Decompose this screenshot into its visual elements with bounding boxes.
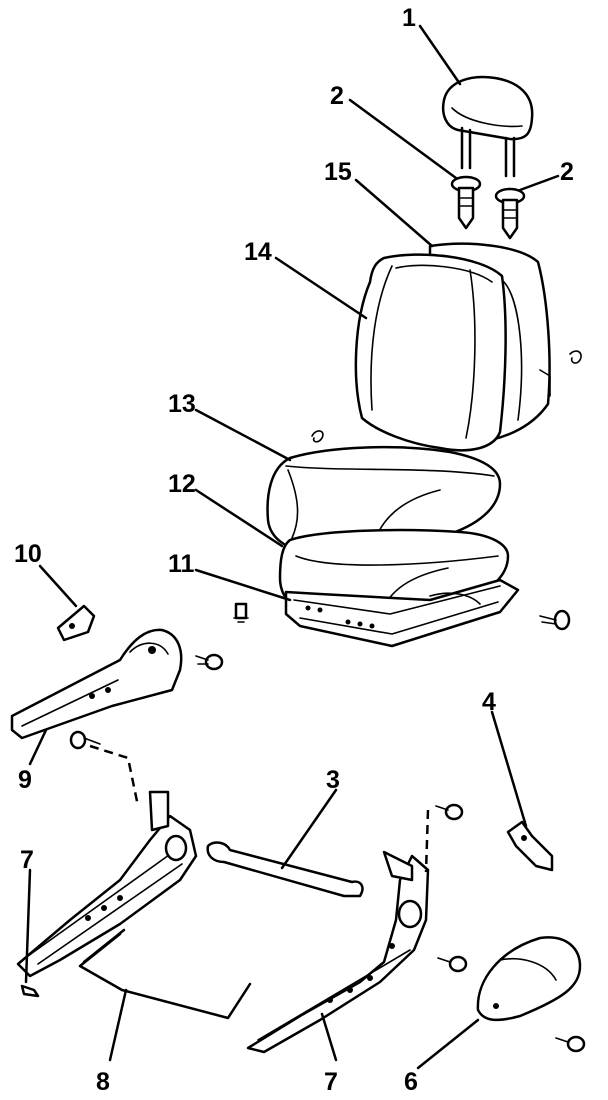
bolt-icon xyxy=(69,730,101,750)
callout-9: 9 xyxy=(18,766,32,794)
trim-clip xyxy=(56,604,96,642)
seat-back xyxy=(354,242,582,452)
side-cover xyxy=(476,936,582,1022)
seat-track-left xyxy=(16,790,198,998)
callout-11: 11 xyxy=(168,550,195,578)
callout-2: 2 xyxy=(560,158,574,186)
headrest-guide-left xyxy=(450,175,482,230)
callout-14: 14 xyxy=(244,238,272,266)
seat-frame xyxy=(284,578,520,648)
callout-7: 7 xyxy=(20,846,34,874)
bolt-icon xyxy=(539,609,571,631)
callout-3: 3 xyxy=(326,766,340,794)
wire-rod xyxy=(78,928,252,1020)
callout-2: 2 xyxy=(330,82,344,110)
bracket xyxy=(506,820,554,872)
bolt-icon xyxy=(435,803,464,821)
bolt-icon xyxy=(555,1035,586,1053)
callout-10: 10 xyxy=(14,540,42,568)
leader-lines xyxy=(24,24,560,1070)
seat-cushion-cover xyxy=(266,430,502,556)
callout-7: 7 xyxy=(324,1068,338,1096)
headrest-guide-right xyxy=(494,187,526,240)
callout-1: 1 xyxy=(402,4,416,32)
bolt-icon xyxy=(233,602,249,623)
callout-6: 6 xyxy=(404,1068,418,1096)
callout-4: 4 xyxy=(482,688,496,716)
bolt-icon xyxy=(437,955,468,973)
seat-track-right xyxy=(246,850,430,1054)
bolt-icon xyxy=(195,653,224,671)
callout-13: 13 xyxy=(168,390,196,418)
recliner-arm xyxy=(10,628,183,740)
callout-15: 15 xyxy=(324,158,352,186)
callout-12: 12 xyxy=(168,470,196,498)
callout-labels: 1 2 2 15 14 13 12 11 10 9 4 3 7 8 7 6 xyxy=(14,4,574,1096)
headrest xyxy=(441,75,534,178)
cross-rod xyxy=(206,841,364,898)
callout-8: 8 xyxy=(96,1068,110,1096)
